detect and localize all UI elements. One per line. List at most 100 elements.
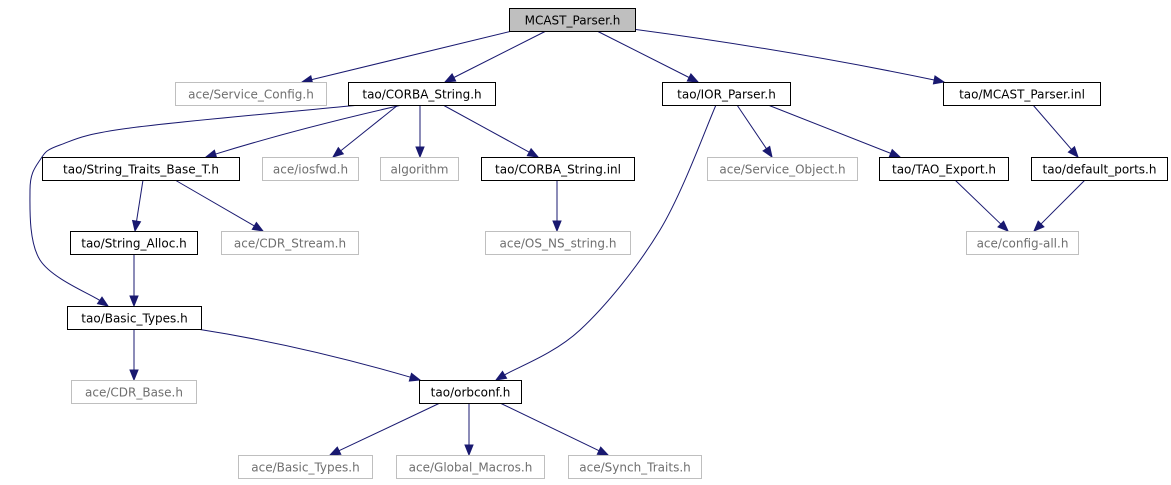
arrowhead (129, 295, 139, 308)
node-tao-default-ports-h[interactable]: tao/default_ports.h (1031, 157, 1168, 181)
node-label: ace/OS_NS_string.h (500, 237, 617, 251)
arrowhead (1033, 220, 1045, 232)
edge-mcast-parser-h-to-tao-corba-string-h (443, 30, 547, 83)
arrowhead (888, 148, 902, 158)
edge-line (596, 30, 690, 78)
edge-line (311, 30, 513, 81)
edge-line (453, 30, 547, 78)
edge-tao-corba-string-h-to-algorithm (415, 105, 425, 159)
node-box (966, 231, 1079, 255)
arrowhead (204, 149, 218, 159)
node-label: tao/CORBA_String.inl (495, 163, 621, 177)
arrowhead (1067, 145, 1079, 159)
node-tao-mcast-parser-inl[interactable]: tao/MCAST_Parser.inl (943, 82, 1101, 106)
edge-tao-corba-string-inl-to-ace-os-ns-string-h (552, 180, 562, 233)
arrowhead (415, 146, 425, 159)
node-label: tao/String_Traits_Base_T.h (63, 163, 219, 177)
edge-tao-mcast-parser-inl-to-tao-default-ports-h (1032, 104, 1079, 159)
edge-tao-string-alloc-h-to-tao-basic-types-h (129, 254, 139, 308)
node-tao-corba-string-h[interactable]: tao/CORBA_String.h (348, 82, 496, 106)
node-box (879, 157, 1009, 181)
node-box (67, 306, 202, 330)
node-box (175, 82, 327, 106)
node-label: tao/Basic_Types.h (81, 312, 187, 326)
edge-line (499, 402, 600, 452)
node-label: ace/Synch_Traits.h (579, 461, 690, 475)
arrowhead (331, 146, 345, 158)
node-label: ace/CDR_Base.h (85, 386, 183, 400)
node-ace-service-object-h: ace/Service_Object.h (707, 157, 858, 181)
arrowhead (526, 147, 540, 158)
node-label: algorithm (391, 163, 449, 177)
arrowhead (96, 296, 110, 307)
node-ace-synch-traits-h: ace/Synch_Traits.h (568, 455, 702, 479)
arrowhead (596, 446, 610, 456)
edge-line (196, 328, 411, 378)
node-box (262, 157, 359, 181)
edge-mcast-parser-h-to-ace-service-config-h (300, 30, 513, 85)
node-label: tao/String_Alloc.h (81, 237, 187, 251)
arrowhead (464, 444, 474, 457)
node-label: tao/TAO_Export.h (892, 163, 996, 177)
node-label: tao/orbconf.h (431, 386, 511, 400)
arrowhead (251, 221, 265, 232)
node-label: ace/iosfwd.h (273, 163, 348, 177)
node-box (221, 231, 359, 255)
edge-tao-orbconf-h-to-ace-global-macros-h (464, 403, 474, 457)
node-ace-global-macros-h: ace/Global_Macros.h (396, 455, 545, 479)
node-ace-cdr-stream-h: ace/CDR_Stream.h (221, 231, 359, 255)
node-tao-tao-export-h[interactable]: tao/TAO_Export.h (879, 157, 1009, 181)
arrowhead (131, 219, 142, 233)
node-tao-basic-types-h[interactable]: tao/Basic_Types.h (67, 306, 202, 330)
arrowhead (129, 369, 139, 382)
edge-line (954, 179, 1002, 225)
node-tao-string-alloc-h[interactable]: tao/String_Alloc.h (70, 231, 198, 255)
edge-tao-default-ports-h-to-ace-config-all-h (1033, 179, 1086, 232)
edge-line (767, 104, 891, 154)
node-mcast-parser-h[interactable]: MCAST_Parser.h (509, 8, 636, 32)
arrowhead (932, 75, 946, 85)
node-box (662, 82, 791, 106)
edge-line (215, 104, 403, 155)
node-label: ace/Basic_Types.h (251, 461, 359, 475)
edge-line (1032, 104, 1072, 150)
node-box (70, 231, 198, 255)
edge-tao-corba-string-h-to-tao-corba-string-inl (442, 104, 540, 158)
edge-line (29, 104, 361, 301)
node-algorithm: algorithm (380, 157, 459, 181)
edge-tao-ior-parser-h-to-tao-orbconf-h (494, 104, 717, 381)
node-ace-cdr-base-h: ace/CDR_Base.h (71, 380, 197, 404)
node-label: ace/config-all.h (977, 237, 1069, 251)
node-box (481, 157, 635, 181)
edge-tao-corba-string-h-to-tao-string-traits-base-t-h (204, 104, 403, 159)
edges-layer (29, 28, 1086, 457)
node-tao-ior-parser-h[interactable]: tao/IOR_Parser.h (662, 82, 791, 106)
node-box (42, 157, 240, 181)
node-box (348, 82, 496, 106)
node-label: ace/Global_Macros.h (409, 461, 533, 475)
node-box (943, 82, 1101, 106)
arrowhead (686, 73, 700, 83)
arrowhead (328, 446, 342, 456)
edge-tao-basic-types-h-to-ace-cdr-base-h (129, 329, 139, 382)
node-label: ace/Service_Object.h (719, 163, 845, 177)
edge-tao-orbconf-h-to-ace-synch-traits-h (499, 402, 610, 456)
edge-tao-string-traits-base-t-h-to-ace-cdr-stream-h (174, 179, 265, 232)
node-box (509, 8, 636, 32)
node-box (396, 455, 545, 479)
arrowhead (552, 220, 562, 233)
edge-tao-ior-parser-h-to-ace-service-object-h (736, 104, 773, 159)
node-label: tao/IOR_Parser.h (677, 88, 776, 102)
node-label: ace/CDR_Stream.h (234, 237, 346, 251)
node-tao-string-traits-base-t-h[interactable]: tao/String_Traits_Base_T.h (42, 157, 240, 181)
node-tao-corba-string-inl[interactable]: tao/CORBA_String.inl (481, 157, 635, 181)
node-ace-config-all-h: ace/config-all.h (966, 231, 1079, 255)
node-label: tao/default_ports.h (1043, 163, 1157, 177)
node-tao-orbconf-h[interactable]: tao/orbconf.h (419, 380, 522, 404)
arrowhead (494, 370, 508, 381)
edge-tao-ior-parser-h-to-tao-tao-export-h (767, 104, 902, 158)
edge-tao-string-traits-base-t-h-to-tao-string-alloc-h (131, 179, 144, 233)
edge-line (631, 28, 935, 81)
arrowhead (408, 372, 422, 382)
